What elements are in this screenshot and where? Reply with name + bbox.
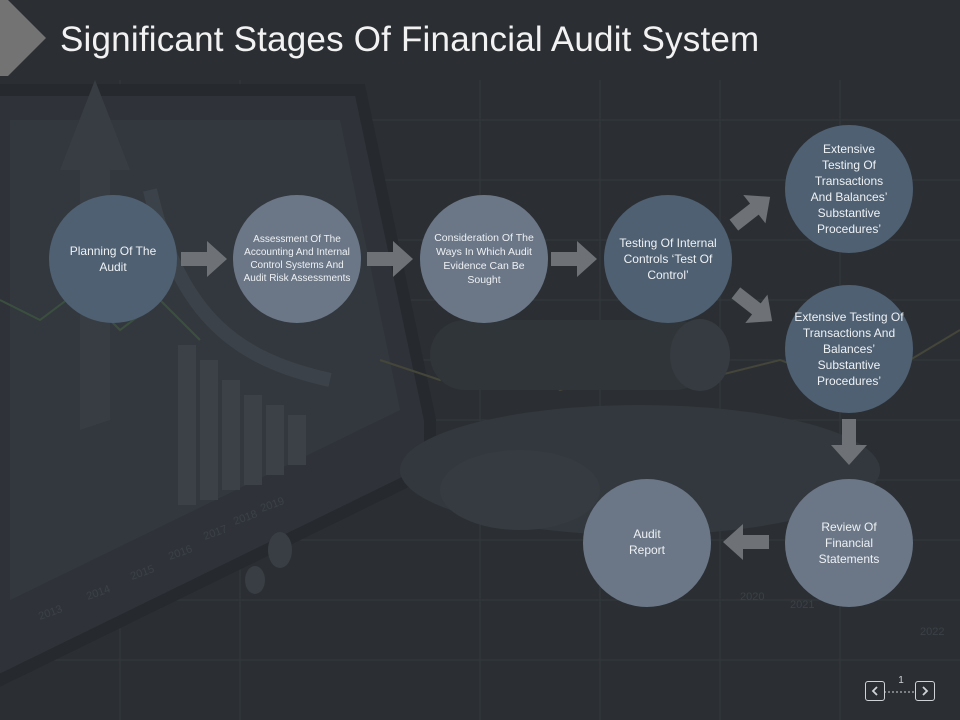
- pager-connector: [884, 691, 916, 693]
- stage-extensive-testing-2: Extensive Testing Of Transactions And Ba…: [785, 285, 913, 413]
- next-slide-button[interactable]: [915, 681, 935, 701]
- stage-audit-report: Audit Report: [583, 479, 711, 607]
- stage-consideration: Consideration Of The Ways In Which Audit…: [420, 195, 548, 323]
- stage-testing-controls: Testing Of Internal Controls ‘Test Of Co…: [604, 195, 732, 323]
- prev-slide-button[interactable]: [865, 681, 885, 701]
- bg-year-label: 2021: [790, 599, 814, 611]
- stage-label: Extensive Testing Of Transactions And Ba…: [810, 142, 888, 236]
- stage-extensive-testing-1: Extensive Testing Of Transactions And Ba…: [785, 125, 913, 253]
- stage-label: Extensive Testing Of Transactions And Ba…: [794, 310, 904, 388]
- stage-label: Planning Of The Audit: [69, 244, 157, 274]
- chevron-right-icon: [922, 686, 929, 696]
- stage-label: Audit Report: [628, 527, 666, 557]
- bg-year-label: 2022: [920, 626, 944, 638]
- stage-label: Testing Of Internal Controls ‘Test Of Co…: [619, 236, 717, 282]
- stage-assessment: Assessment Of The Accounting And Interna…: [233, 195, 361, 323]
- stage-review-statements: Review Of Financial Statements: [785, 479, 913, 607]
- stage-label: Consideration Of The Ways In Which Audit…: [434, 232, 534, 286]
- chevron-left-icon: [871, 686, 878, 696]
- page-number: 1: [898, 675, 904, 686]
- stage-label: Review Of Financial Statements: [818, 520, 880, 566]
- slide-title: Significant Stages Of Financial Audit Sy…: [60, 20, 760, 59]
- stage-label: Assessment Of The Accounting And Interna…: [243, 234, 351, 284]
- stage-planning: Planning Of The Audit: [49, 195, 177, 323]
- title-tab-chevron: [0, 0, 46, 76]
- bg-year-label: 2020: [740, 591, 764, 603]
